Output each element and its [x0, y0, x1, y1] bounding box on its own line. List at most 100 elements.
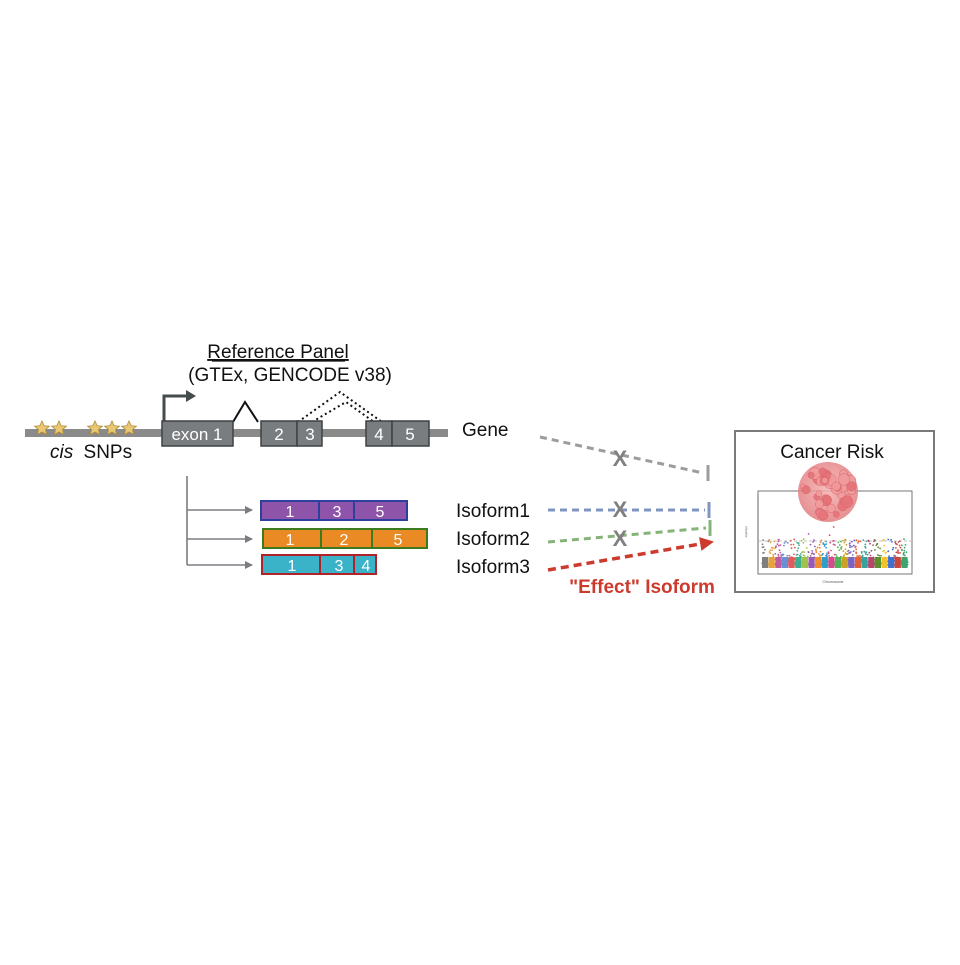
manhattan-chromosome-band: [801, 557, 808, 568]
manhattan-point: [790, 547, 793, 550]
manhattan-point: [840, 546, 843, 548]
manhattan-point: [865, 540, 868, 543]
manhattan-point: [829, 541, 832, 544]
manhattan-point: [838, 549, 841, 551]
manhattan-point: [883, 549, 885, 552]
manhattan-points: [761, 526, 909, 568]
isoform3-effect-arrow: [547, 537, 714, 572]
manhattan-point: [827, 552, 830, 555]
tumor-cell: [826, 503, 836, 513]
manhattan-point: [818, 553, 820, 555]
manhattan-point: [864, 546, 867, 549]
manhattan-point: [852, 550, 855, 553]
manhattan-point: [794, 546, 796, 549]
gene-risk-link: [539, 435, 704, 475]
manhattan-plot: -log10(p) Chromosome: [744, 490, 913, 584]
manhattan-point: [783, 542, 786, 544]
manhattan-chromosome-band: [788, 557, 795, 568]
manhattan-point: [828, 554, 830, 557]
manhattan-point: [795, 554, 798, 556]
tumor-cell: [801, 485, 811, 495]
manhattan-point: [811, 552, 814, 554]
isoform-branches: [186, 476, 253, 569]
alternative-splice-junctions: [297, 390, 383, 423]
manhattan-chromosome-band: [861, 557, 868, 568]
manhattan-point: [784, 540, 787, 543]
manhattan-point: [870, 549, 873, 552]
manhattan-point: [789, 539, 792, 542]
manhattan-point: [822, 543, 825, 545]
manhattan-point: [843, 554, 845, 557]
manhattan-chromosome-band: [781, 557, 789, 568]
manhattan-point: [769, 552, 772, 555]
manhattan-point: [819, 541, 822, 544]
manhattan-point: [815, 548, 817, 551]
exon-3-label: 3: [305, 425, 314, 444]
manhattan-point: [853, 544, 855, 547]
snp-star-icon: [86, 420, 104, 436]
manhattan-point: [811, 550, 814, 552]
manhattan-point: [884, 552, 887, 554]
tumor-cell: [831, 481, 841, 491]
manhattan-point: [904, 544, 907, 546]
manhattan-point: [864, 553, 867, 556]
manhattan-point: [905, 551, 908, 554]
manhattan-chromosome-band: [808, 557, 815, 568]
manhattan-point: [826, 553, 828, 556]
manhattan-point: [855, 539, 858, 542]
exon-5-label: 5: [405, 425, 414, 444]
isoform3-model: [261, 554, 377, 575]
manhattan-point: [778, 549, 781, 552]
isoform1-label: Isoform1: [456, 501, 530, 522]
manhattan-point: [767, 540, 770, 543]
manhattan-point: [903, 549, 906, 552]
manhattan-point: [772, 555, 775, 558]
manhattan-point: [892, 546, 895, 549]
manhattan-chromosome-band: [841, 557, 848, 568]
manhattan-point: [861, 555, 864, 558]
manhattan-y-axis-label: -log10(p): [744, 526, 748, 538]
manhattan-point: [904, 554, 906, 557]
manhattan-point: [849, 551, 852, 553]
manhattan-chromosome-band: [894, 557, 901, 568]
manhattan-point: [876, 542, 879, 545]
manhattan-point: [768, 538, 771, 541]
manhattan-point: [776, 543, 779, 545]
manhattan-chromosome-band: [881, 557, 888, 568]
manhattan-point: [793, 553, 795, 556]
manhattan-point: [882, 538, 885, 541]
manhattan-point: [879, 547, 881, 550]
manhattan-point: [764, 548, 766, 551]
manhattan-point: [845, 543, 848, 546]
manhattan-point: [899, 546, 902, 549]
manhattan-point: [855, 548, 857, 551]
manhattan-point: [864, 551, 867, 554]
manhattan-point: [849, 544, 851, 547]
tumor-cell: [821, 477, 829, 484]
isoform2-label: Isoform2: [456, 529, 530, 550]
manhattan-point: [769, 541, 772, 544]
manhattan-point: [842, 539, 844, 542]
manhattan-point: [895, 551, 898, 554]
tumor-cell: [837, 473, 851, 486]
reference-panel-subtitle: (GTEx, GENCODE v38): [188, 365, 392, 386]
manhattan-point: [890, 538, 892, 541]
manhattan-point: [788, 554, 791, 557]
manhattan-point: [769, 549, 772, 551]
manhattan-point: [815, 549, 817, 552]
exon-1-label: exon 1: [171, 425, 222, 444]
manhattan-point: [797, 542, 800, 545]
manhattan-point: [857, 541, 859, 544]
manhattan-point: [845, 553, 848, 556]
gene-exons: exon 1 2 3 4 5: [161, 420, 430, 447]
manhattan-point: [853, 539, 856, 542]
manhattan-point: [825, 546, 827, 549]
tumor-cell: [815, 490, 823, 497]
manhattan-point: [840, 540, 842, 543]
manhattan-point: [786, 542, 789, 544]
manhattan-point: [840, 548, 843, 550]
manhattan-point: [902, 553, 905, 556]
manhattan-point: [809, 555, 812, 557]
reference-panel-title: Reference Panel: [207, 342, 349, 363]
gene-label: Gene: [462, 420, 508, 441]
